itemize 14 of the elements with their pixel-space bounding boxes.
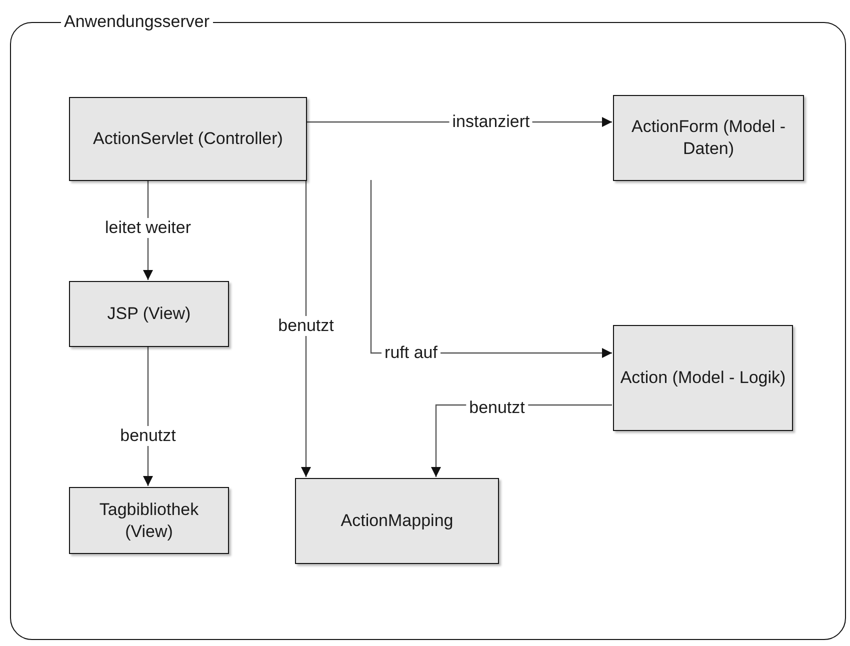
box-label: Tagbibliothek (View) — [98, 498, 200, 542]
box-label: ActionMapping — [340, 510, 454, 532]
box-label: Action (Model - Logik) — [619, 367, 787, 389]
frame-title: Anwendungsserver — [61, 12, 213, 32]
component-box — [69, 487, 229, 554]
arrow — [301, 180, 311, 477]
box-label: ActionForm (Model - Daten) — [630, 116, 786, 160]
component-box — [613, 325, 793, 431]
component-box — [295, 478, 499, 564]
box-label: ActionServlet (Controller) — [92, 128, 284, 150]
component-box — [69, 281, 229, 347]
component-box — [69, 97, 307, 181]
box-label: JSP (View) — [106, 303, 192, 325]
component-box — [613, 95, 804, 181]
